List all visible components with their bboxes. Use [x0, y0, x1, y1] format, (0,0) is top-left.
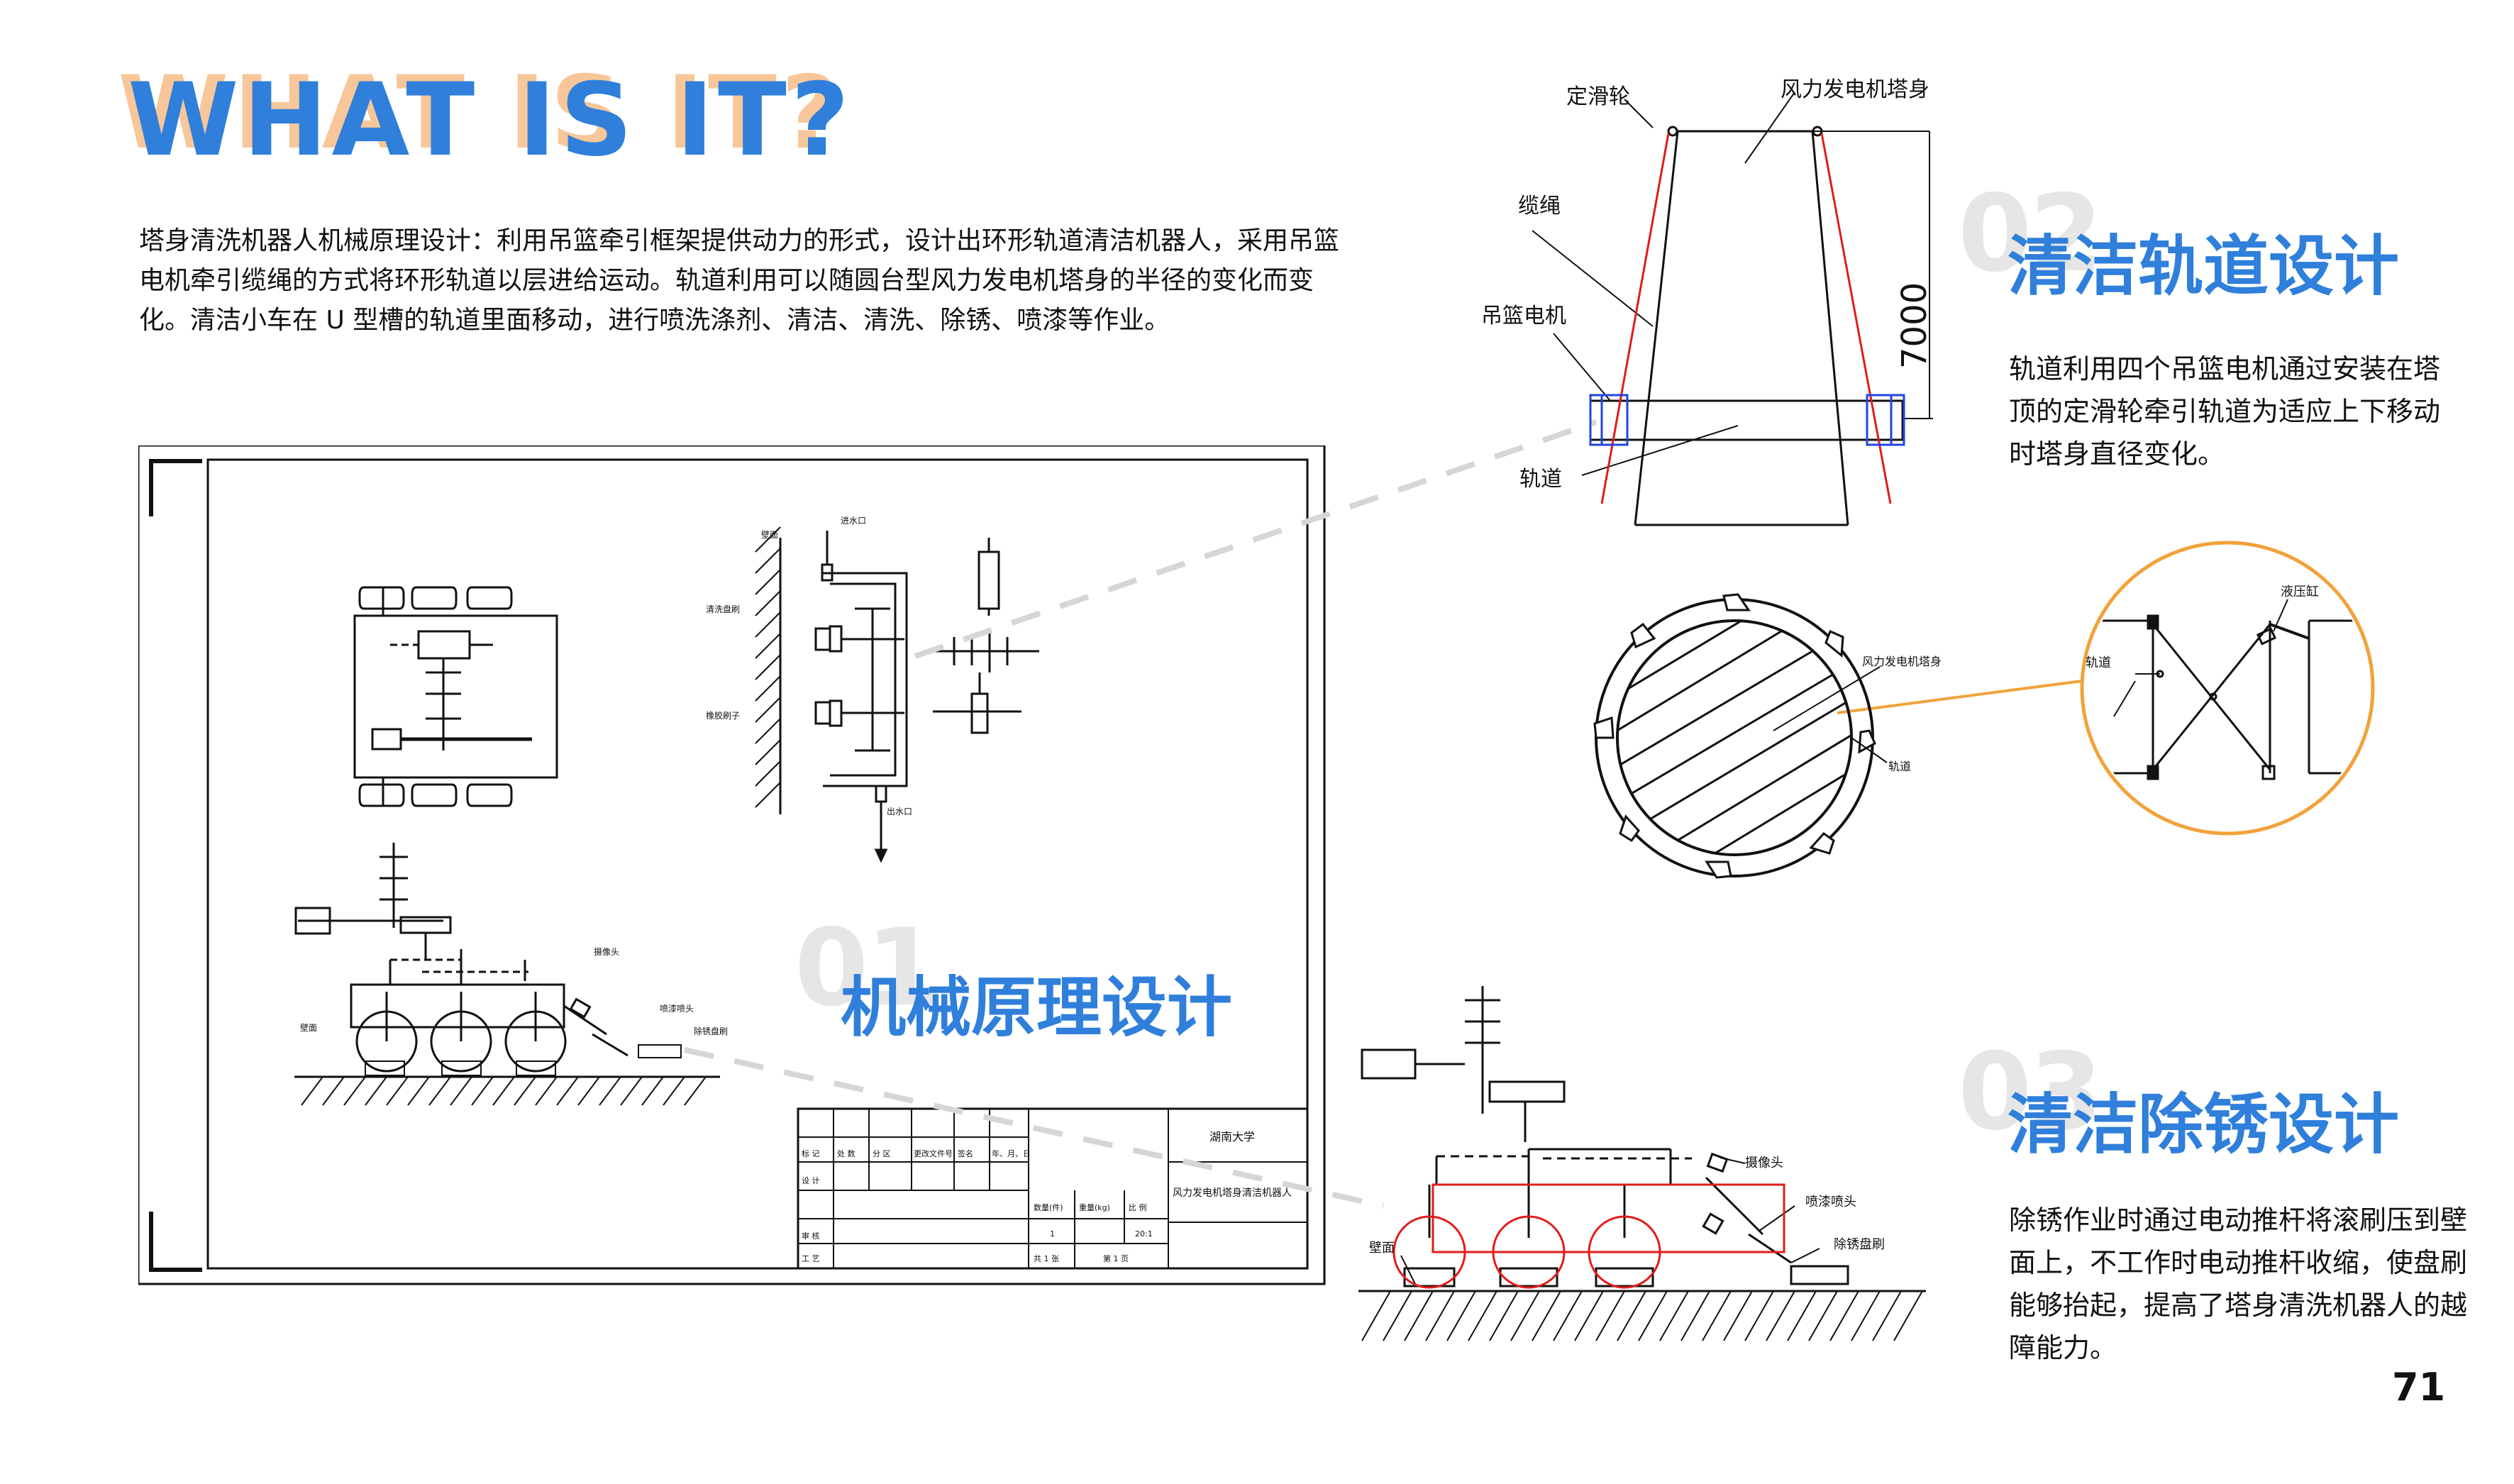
section3-title: 清洁除锈设计: [2008, 1087, 2400, 1163]
svg-text:审 核: 审 核: [802, 1231, 820, 1241]
label-track: 轨道: [1519, 467, 1562, 492]
label-circle-tower: 风力发电机塔身: [1862, 655, 1942, 668]
tower-elevation-drawing: 定滑轮 风力发电机塔身 缆绳 吊篮电机 轨道 7000: [1481, 77, 1934, 526]
label-robot2-brush: 除锈盘刷: [1834, 1237, 1885, 1252]
section3-desc: 除锈作业时通过电动推杆将滚刷压到壁面上，不工作时电动推杆收缩，使盘刷能够抬起，提…: [2009, 1205, 2468, 1363]
label-robot2-spray: 喷漆喷头: [1805, 1195, 1856, 1209]
hero-title-text: WHAT IS IT?: [128, 62, 854, 179]
section3-number: 03: [1958, 1031, 2103, 1154]
label-bimian-2: 壁面: [300, 1022, 317, 1033]
svg-text:数量(件): 数量(件): [1034, 1203, 1063, 1212]
label-robot2-camera: 摄像头: [1745, 1156, 1783, 1170]
svg-text:设 计: 设 计: [802, 1176, 820, 1185]
svg-text:20:1: 20:1: [1135, 1229, 1153, 1239]
svg-text:年、月、日: 年、月、日: [992, 1148, 1031, 1158]
svg-text:签名: 签名: [958, 1148, 973, 1158]
label-circle-track: 轨道: [1888, 760, 1911, 773]
label-chushui: 出水口: [887, 807, 912, 816]
section1-number: 01: [794, 907, 940, 1030]
svg-text:共 1 张: 共 1 张: [1034, 1254, 1059, 1263]
label-penqipentou: 喷漆喷头: [660, 1004, 694, 1014]
label-chuxiupanshua: 除锈盘刷: [694, 1026, 728, 1036]
svg-text:更改文件号: 更改文件号: [914, 1148, 953, 1158]
svg-text:1: 1: [1050, 1229, 1055, 1239]
label-bimian: 壁面: [761, 529, 778, 540]
svg-text:第 1 页: 第 1 页: [1103, 1253, 1129, 1263]
label-motor: 吊篮电机: [1481, 304, 1566, 328]
label-xiangjiaogunzi: 橡胶刷子: [706, 710, 740, 721]
circular-track-view: 风力发电机塔身 轨道: [1593, 593, 1942, 879]
robot-side-view-derust: 摄像头 喷漆喷头 除锈盘刷 壁面: [1358, 986, 1926, 1341]
label-robot2-wall: 壁面: [1369, 1241, 1395, 1256]
dimension-7000: 7000: [1895, 282, 1934, 369]
section2-desc: 轨道利用四个吊篮电机通过安装在塔顶的定滑轮牵引轨道为适应上下移动时塔身直径变化。: [2009, 353, 2441, 470]
hero-title-shadow: WHAT IS IT?: [118, 55, 844, 172]
label-qingxipanshua: 清洗盘刷: [706, 604, 740, 614]
svg-text:重量(kg): 重量(kg): [1079, 1202, 1110, 1212]
intro-paragraph: 塔身清洗机器人机械原理设计：利用吊篮牵引框架提供动力的形式，设计出环形轨道清洁机…: [139, 226, 1340, 335]
tb-drawing-name: 风力发电机塔身清洁机器人: [1173, 1187, 1292, 1199]
svg-text:分 区: 分 区: [873, 1149, 891, 1158]
label-shexiangtou: 摄像头: [594, 946, 619, 957]
section2-title: 清洁轨道设计: [2008, 228, 2400, 304]
svg-text:工 艺: 工 艺: [802, 1254, 820, 1263]
svg-text:处 数: 处 数: [837, 1149, 855, 1158]
section1-title: 机械原理设计: [841, 970, 1233, 1046]
section2-number: 02: [1958, 172, 2103, 296]
label-pulley: 定滑轮: [1566, 84, 1630, 109]
label-jinshui: 进水口: [841, 516, 866, 526]
tb-hdr: 标 记: [802, 1148, 820, 1158]
page-number: 71: [2392, 1365, 2446, 1410]
label-cable: 缆绳: [1518, 194, 1561, 218]
label-tower-body: 风力发电机塔身: [1781, 77, 1929, 102]
tb-university: 湖南大学: [1209, 1130, 1255, 1144]
top-view-carriage: [353, 586, 558, 807]
svg-text:比 例: 比 例: [1129, 1202, 1147, 1212]
track-detail-circle: 轨道 液压缸: [2080, 541, 2375, 836]
label-detail-track: 轨道: [2086, 655, 2111, 670]
engineering-drawing-sheet: 进水口 出水口 壁面 清洗盘刷 橡胶刷子: [138, 445, 1326, 1285]
label-detail-cylinder: 液压缸: [2281, 584, 2319, 599]
hero-title: WHAT IS IT? WHAT IS IT?: [118, 62, 965, 181]
